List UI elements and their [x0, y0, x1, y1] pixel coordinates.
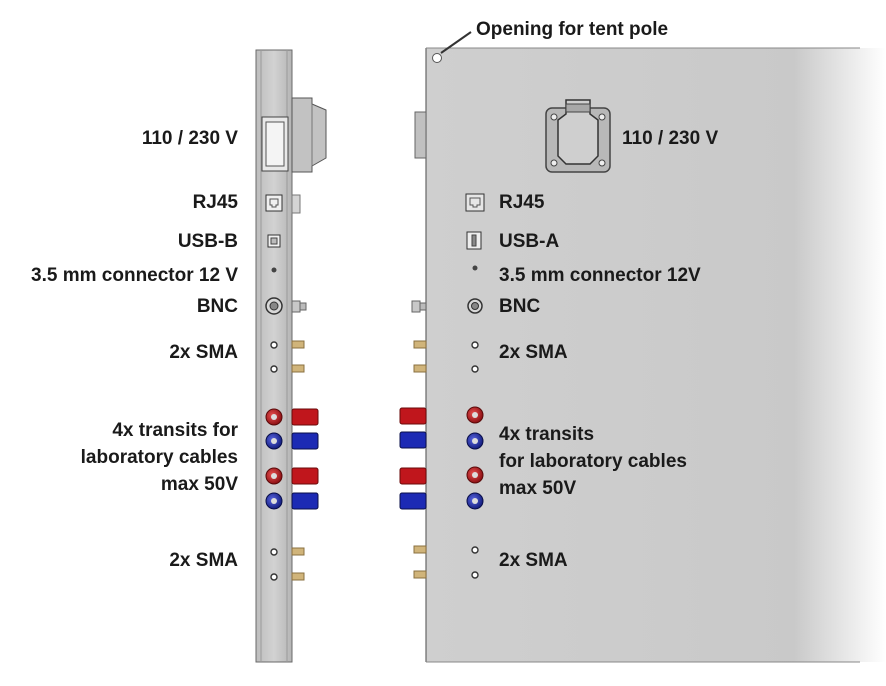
left-label-usb: USB-B [177, 231, 238, 252]
power-socket-icon [545, 99, 611, 173]
sma-bottom-side-icon [270, 547, 305, 581]
sma-top-side-icon [270, 340, 305, 373]
left-label-transits-2: laboratory cables [80, 447, 238, 468]
left-label-transits-1: 4x transits for [112, 420, 238, 441]
left-label-power: 110 / 230 V [141, 128, 238, 149]
right-label-transits-2: for laboratory cables [499, 451, 687, 472]
right-label-jack: 3.5 mm connector 12V [499, 265, 701, 286]
left-label-sma-top: 2x SMA [169, 342, 238, 363]
lab-terminals-side-icon [265, 408, 319, 510]
tent-pole-opening-icon [432, 31, 472, 63]
tent-pole-callout: Opening for tent pole [476, 19, 669, 40]
right-label-power: 110 / 230 V [622, 128, 719, 149]
bnc-side-icon [265, 297, 307, 315]
bnc-icon [411, 298, 483, 314]
right-label-sma-top: 2x SMA [499, 342, 568, 363]
left-label-transits-3: max 50V [160, 474, 238, 495]
usb-a-port-icon [466, 231, 482, 250]
lab-terminals-icon [399, 406, 484, 510]
left-label-jack: 3.5 mm connector 12 V [31, 265, 238, 286]
jack-12v-icon [472, 265, 478, 271]
jack-12v-side-icon [271, 267, 277, 273]
right-label-sma-bottom: 2x SMA [499, 550, 568, 571]
right-label-transits-1: 4x transits [499, 424, 595, 445]
left-label-sma-bottom: 2x SMA [169, 550, 238, 571]
front-view-panel [414, 47, 886, 663]
usb-b-port-icon [267, 234, 281, 248]
right-label-transits-3: max 50V [499, 478, 577, 499]
power-inlet-side-icon [261, 97, 327, 173]
sma-bottom-icon [413, 545, 479, 579]
right-label-usb: USB-A [499, 231, 560, 252]
rj45-port-icon [465, 193, 485, 212]
rj45-port-side-icon [265, 194, 301, 214]
right-label-bnc: BNC [499, 296, 541, 317]
left-label-rj45: RJ45 [192, 192, 238, 213]
right-label-rj45: RJ45 [499, 192, 545, 213]
left-label-bnc: BNC [196, 296, 238, 317]
sma-top-icon [413, 340, 479, 373]
